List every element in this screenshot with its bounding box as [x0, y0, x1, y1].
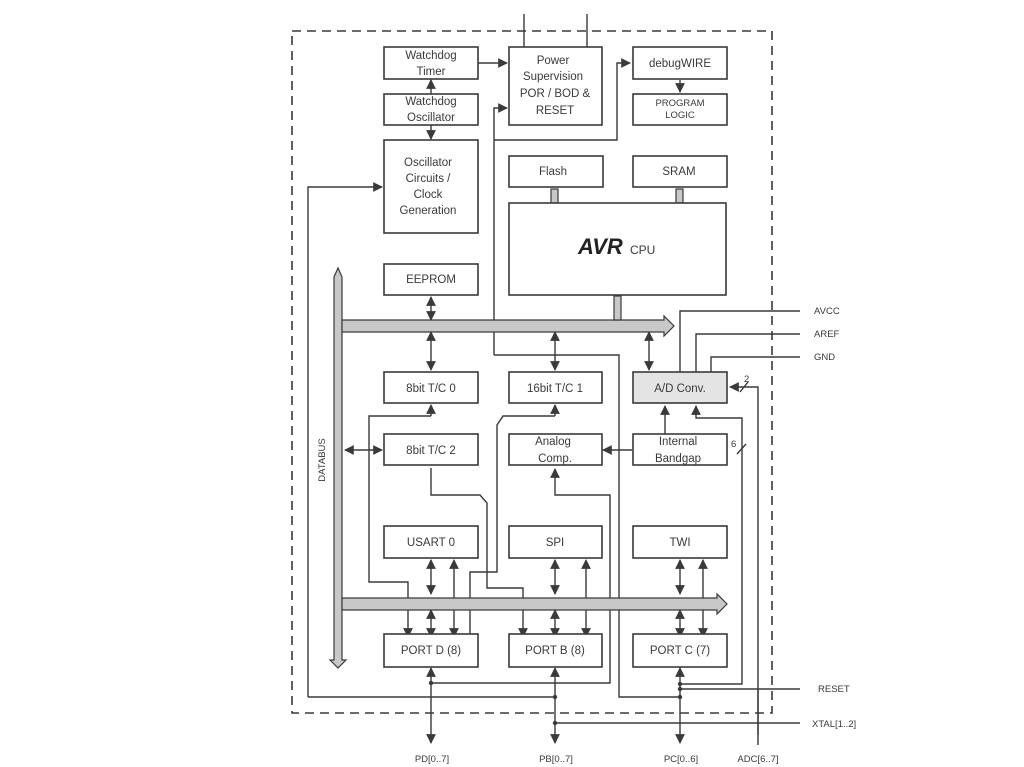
svg-text:Watchdog: Watchdog	[405, 50, 456, 62]
block-timer-counter-1: 16bit T/C 1	[508, 371, 603, 404]
block-port-c: PORT C (7)	[632, 633, 728, 668]
svg-text:CPU: CPU	[630, 243, 655, 257]
block-program-logic: PROGRAM LOGIC	[632, 93, 728, 126]
svg-text:Clock: Clock	[414, 189, 443, 201]
svg-text:Power: Power	[537, 55, 570, 67]
svg-text:A/D Conv.: A/D Conv.	[654, 383, 706, 395]
block-debugwire: debugWIRE	[632, 46, 728, 80]
svg-text:8bit T/C 2: 8bit T/C 2	[406, 445, 456, 457]
databus-vertical	[328, 266, 348, 669]
svg-text:Analog: Analog	[535, 436, 571, 448]
svg-text:Internal: Internal	[659, 436, 697, 448]
pin-avcc: AVCC	[814, 306, 840, 317]
svg-text:POR / BOD &: POR / BOD &	[520, 88, 591, 100]
block-watchdog-oscillator: Watchdog Oscillator	[383, 93, 479, 126]
svg-text:LOGIC: LOGIC	[665, 110, 695, 121]
chip-boundary	[291, 30, 773, 714]
svg-text:EEPROM: EEPROM	[406, 274, 456, 286]
pin-pb: PB[0..7]	[539, 754, 573, 765]
block-power-supervision: Power Supervision POR / BOD & RESET	[508, 46, 603, 126]
svg-text:Flash: Flash	[539, 166, 567, 178]
pin-adc: ADC[6..7]	[737, 754, 778, 765]
block-flash: Flash	[508, 155, 604, 188]
block-sram: SRAM	[632, 155, 728, 188]
svg-text:PROGRAM: PROGRAM	[655, 98, 704, 109]
block-timer-counter-2: 8bit T/C 2	[383, 433, 479, 466]
adc-input-width-label: 2	[744, 374, 749, 385]
svg-text:Oscillator: Oscillator	[407, 112, 455, 124]
svg-text:Watchdog: Watchdog	[405, 96, 456, 108]
pin-pd: PD[0..7]	[415, 754, 449, 765]
svg-text:Timer: Timer	[417, 66, 446, 78]
svg-text:8bit T/C 0: 8bit T/C 0	[406, 383, 456, 395]
block-avr-cpu: AVR CPU	[508, 202, 727, 296]
data-buses	[328, 188, 728, 669]
svg-text:Oscillator: Oscillator	[404, 157, 452, 169]
svg-text:RESET: RESET	[536, 105, 574, 117]
block-timer-counter-0: 8bit T/C 0	[383, 371, 479, 404]
svg-text:Supervision: Supervision	[523, 71, 583, 83]
svg-text:PORT C (7): PORT C (7)	[650, 645, 710, 657]
top-supply-lines	[523, 14, 588, 47]
svg-text:Comp.: Comp.	[538, 453, 572, 465]
svg-text:PORT D (8): PORT D (8)	[401, 645, 461, 657]
block-oscillator: Oscillator Circuits / Clock Generation	[383, 139, 479, 234]
pin-xtal: XTAL[1..2]	[812, 719, 856, 730]
block-spi: SPI	[508, 525, 603, 559]
svg-text:Bandgap: Bandgap	[655, 453, 701, 465]
pin-aref: AREF	[814, 329, 840, 340]
svg-text:16bit T/C 1: 16bit T/C 1	[527, 383, 583, 395]
databus-upper	[341, 314, 675, 338]
block-ad-converter: A/D Conv.	[632, 371, 728, 404]
block-watchdog-timer: Watchdog Timer	[383, 46, 479, 80]
databus-label: DATABUS	[317, 438, 328, 481]
block-twi: TWI	[632, 525, 728, 559]
svg-text:Generation: Generation	[400, 205, 457, 217]
svg-text:TWI: TWI	[669, 537, 690, 549]
svg-text:SPI: SPI	[546, 537, 565, 549]
block-usart0: USART 0	[383, 525, 479, 559]
databus-lower	[341, 592, 728, 616]
svg-text:USART 0: USART 0	[407, 537, 455, 549]
block-internal-bandgap: Internal Bandgap	[632, 433, 728, 466]
svg-text:SRAM: SRAM	[662, 166, 695, 178]
block-analog-comparator: Analog Comp.	[508, 433, 603, 466]
block-port-d: PORT D (8)	[383, 633, 479, 668]
svg-text:PORT B (8): PORT B (8)	[525, 645, 585, 657]
pin-gnd: GND	[814, 352, 835, 363]
pin-pc: PC[0..6]	[664, 754, 698, 765]
pin-reset: RESET	[818, 684, 850, 695]
svg-text:debugWIRE: debugWIRE	[649, 58, 711, 70]
bandgap-input-width-label: 6	[731, 439, 736, 450]
block-eeprom: EEPROM	[383, 263, 479, 296]
avr-logo: AVR	[577, 234, 623, 259]
svg-text:Circuits /: Circuits /	[406, 173, 452, 185]
block-port-b: PORT B (8)	[508, 633, 603, 668]
